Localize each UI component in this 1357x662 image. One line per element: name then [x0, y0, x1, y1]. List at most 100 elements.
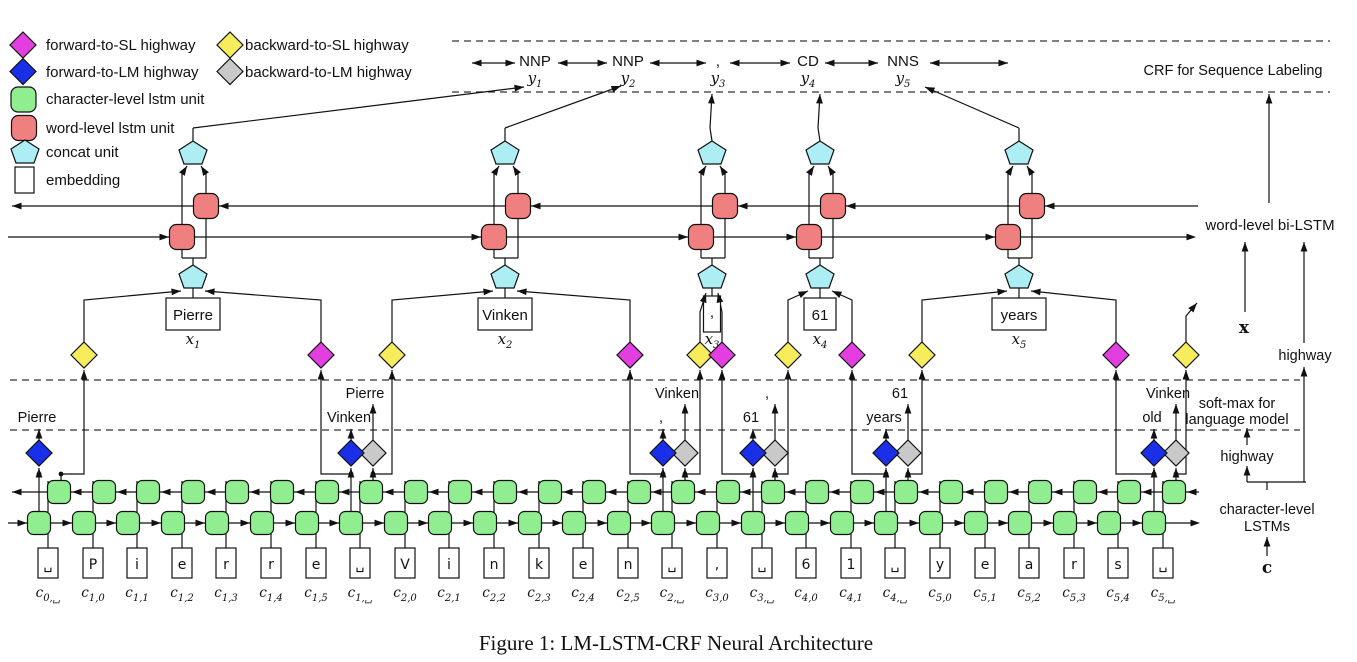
char-lstm-unit-backward — [180, 479, 206, 505]
figure-caption: Figure 1: LM-LSTM-CRF Neural Architectur… — [479, 631, 873, 655]
char-lstm-unit-forward — [26, 510, 52, 536]
legend-item-label: word-level lstm unit — [45, 120, 175, 137]
word-lstm-unit-backward — [819, 192, 847, 220]
word-embedding-box — [477, 297, 533, 331]
char-lstm-unit-forward — [338, 510, 364, 536]
concat-unit-bottom — [805, 264, 835, 289]
x-var-label: x1 — [186, 330, 201, 351]
char-index-label: c0,␣ — [36, 585, 61, 604]
lm-forward-prediction-label: years — [866, 410, 901, 426]
y-var-label: y5 — [895, 69, 911, 90]
char-lstms-label-line2: LSTMs — [1244, 519, 1290, 535]
char-index-label: c1,3 — [214, 585, 237, 604]
char-lstm-unit-backward — [537, 479, 563, 505]
char-embedding-box — [37, 547, 59, 579]
legend-item-label: backward-to-SL highway — [245, 37, 409, 54]
y-var-label: y1 — [527, 69, 543, 90]
char-lstm-unit-backward — [46, 479, 72, 505]
x-var-label: x5 — [1012, 330, 1027, 351]
char-lstm-unit-forward — [1052, 510, 1078, 536]
char-lstm-unit-forward — [561, 510, 587, 536]
pos-tag-label: NNS — [887, 53, 919, 70]
char-lstm-unit-backward — [893, 479, 919, 505]
legend-item-label: forward-to-LM highway — [46, 64, 199, 81]
lm-forward-prediction-label: , — [659, 410, 663, 426]
concat-unit-bottom — [697, 264, 727, 289]
char-embedding-box — [260, 547, 282, 579]
char-lstm-unit-backward — [358, 479, 384, 505]
char-lstm-unit-backward — [314, 479, 340, 505]
char-lstm-unit-forward — [204, 510, 230, 536]
char-lstm-unit-forward — [427, 510, 453, 536]
char-lstm-unit-forward — [963, 510, 989, 536]
char-index-label: c3,0 — [705, 585, 729, 604]
word-lstm-unit-backward — [711, 192, 739, 220]
word-bilstm-label: word-level bi-LSTM — [1204, 217, 1334, 234]
forward-to-sl-highway-diamond — [838, 341, 866, 369]
legend-item-label: backward-to-LM highway — [245, 64, 412, 81]
char-lstm-unit-backward — [938, 479, 964, 505]
char-lstm-unit-forward — [650, 510, 676, 536]
word-embedding-text: , — [710, 304, 714, 321]
char-index-label: c4,0 — [794, 585, 818, 604]
word-embedding-text: Pierre — [173, 307, 213, 324]
legend-embedding-icon — [14, 166, 35, 194]
char-embedding-text: ␣ — [891, 557, 900, 573]
crf-band-title: CRF for Sequence Labeling — [1144, 63, 1323, 79]
char-embedding-text: n — [624, 557, 633, 573]
char-lstm-unit-backward — [670, 479, 696, 505]
char-lstm-unit-backward — [1116, 479, 1142, 505]
word-embedding-text: 61 — [812, 307, 829, 324]
char-lstm-unit-forward — [160, 510, 186, 536]
diagram-nodes — [9, 31, 1200, 579]
char-embedding-box — [795, 547, 817, 579]
char-index-label: c2,2 — [482, 585, 505, 604]
char-index-label: c2,0 — [393, 585, 417, 604]
char-embedding-text: r — [223, 557, 229, 573]
char-embedding-text: k — [535, 557, 544, 573]
char-embedding-text: r — [268, 557, 274, 573]
forward-to-sl-highway-diamond — [1102, 341, 1130, 369]
word-embedding-box — [991, 297, 1047, 331]
concat-unit-top — [178, 140, 208, 165]
concat-unit-bottom — [490, 264, 520, 289]
char-index-label: c2,5 — [616, 585, 639, 604]
lm-forward-prediction-label: 61 — [743, 410, 759, 426]
forward-to-sl-highway-diamond — [307, 341, 335, 369]
char-embedding-text: s — [1114, 557, 1121, 573]
y-var-label: y4 — [800, 69, 816, 90]
x-var-label: x3 — [705, 330, 720, 351]
char-lstm-unit-backward — [1161, 479, 1187, 505]
forward-to-sl-highway-diamond — [708, 341, 736, 369]
char-lstm-unit-backward — [403, 479, 429, 505]
char-embedding-text: i — [135, 557, 139, 573]
legend-item-label: character-level lstm unit — [46, 91, 205, 108]
pos-tag-label: CD — [797, 53, 819, 70]
char-lstm-unit-backward — [492, 479, 518, 505]
forward-to-lm-highway-diamond — [337, 439, 365, 467]
char-index-label: c2,␣ — [660, 585, 685, 604]
word-embedding-text: Vinken — [482, 307, 528, 324]
word-lstm-unit-backward — [192, 192, 220, 220]
char-index-label: c1,2 — [170, 585, 193, 604]
char-lstm-unit-backward — [715, 479, 741, 505]
char-lstm-unit-forward — [294, 510, 320, 536]
lm-forward-prediction-label: Pierre — [18, 410, 57, 426]
backward-to-sl-highway-diamond — [774, 341, 802, 369]
word-lstm-unit-backward — [504, 192, 532, 220]
legend-item-label: forward-to-SL highway — [46, 37, 196, 54]
char-embedding-box — [884, 547, 906, 579]
word-embedding-box — [702, 295, 722, 333]
char-embedding-text: a — [1025, 557, 1034, 573]
word-embedding-box — [803, 297, 837, 331]
char-embedding-box — [1107, 547, 1129, 579]
char-embedding-box — [974, 547, 996, 579]
legend-item-label: embedding — [46, 172, 120, 189]
char-embedding-box — [305, 547, 327, 579]
concat-unit-top — [1004, 140, 1034, 165]
backward-to-sl-highway-diamond — [378, 341, 406, 369]
x-var-label: x2 — [498, 330, 513, 351]
char-index-label: c1,␣ — [348, 585, 373, 604]
char-embedding-text: ␣ — [44, 557, 53, 573]
char-lstm-unit-backward — [1027, 479, 1053, 505]
